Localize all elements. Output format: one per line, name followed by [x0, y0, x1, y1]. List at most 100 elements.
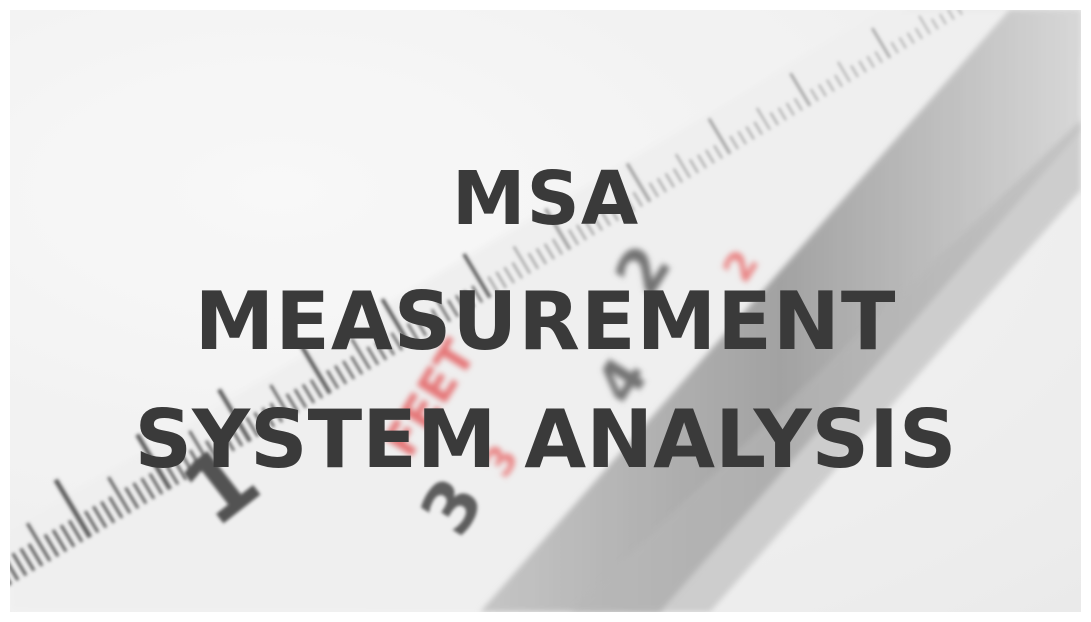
tape-tick [140, 477, 156, 500]
headline: MSA MEASUREMENT SYSTEM ANALYSIS [10, 162, 1081, 480]
tape-tick [366, 346, 380, 366]
headline-line-msa: MSA [451, 156, 640, 242]
tape-tick [826, 79, 835, 92]
tape-tick [874, 51, 883, 64]
tape-tick [931, 18, 939, 30]
tape-tick [53, 478, 93, 539]
tape-tick [51, 529, 68, 553]
tape-tick [777, 107, 787, 121]
tape-face-main [10, 10, 1010, 612]
tape-tick [608, 205, 619, 222]
tape-tick [180, 454, 196, 476]
tape-tick [293, 388, 308, 409]
tape-tick [850, 65, 859, 78]
tape-tick [342, 360, 356, 380]
tape-tick [866, 55, 875, 68]
tape-tick [729, 135, 739, 150]
tape-tick [100, 500, 116, 524]
haze-overlay [10, 10, 1081, 612]
tape-tick [135, 433, 172, 491]
tape-tick [43, 533, 60, 558]
tape-tick [221, 430, 236, 452]
tape-tick [269, 384, 292, 418]
tape-tick [406, 322, 420, 342]
tape-tick [939, 13, 947, 25]
tape-tick [947, 10, 955, 20]
tape-tick [707, 117, 732, 155]
tape-tick [326, 369, 340, 390]
tape-tick [261, 407, 276, 428]
tape-tick [83, 510, 100, 534]
tape-tick [26, 522, 52, 562]
tape-tick [544, 207, 572, 251]
tape-tick [858, 60, 867, 73]
tape-tick [898, 37, 907, 49]
tape-tick [818, 83, 827, 97]
tape-tick [527, 252, 539, 270]
tape-tick [422, 313, 436, 332]
tape-tick [213, 435, 228, 457]
tape-tick [27, 543, 44, 567]
tape-tick [19, 547, 36, 572]
tape-tick [705, 149, 715, 164]
tape-tick [390, 332, 404, 351]
tape-tick [188, 430, 212, 466]
tape-edge [480, 10, 1081, 612]
tape-tick [810, 88, 819, 102]
tape-tick [793, 97, 803, 112]
tape-tick [871, 27, 892, 59]
tape-tick [576, 224, 587, 241]
tape-tick [593, 199, 611, 227]
tape-tick [471, 285, 484, 303]
tape-tick [59, 524, 76, 548]
tape-tick [535, 247, 547, 265]
tape-tick [269, 402, 284, 423]
tape-tick [584, 219, 595, 236]
tape-tick [756, 107, 771, 131]
tape-tick [107, 476, 132, 514]
tape-tick [204, 440, 220, 462]
tape-tick [737, 130, 747, 145]
tape-tick [624, 196, 635, 212]
tape-tick [664, 172, 675, 188]
tape-tick [890, 41, 899, 54]
tape-tick [11, 552, 28, 577]
tape-tick [430, 308, 444, 327]
tape-tick [511, 262, 523, 279]
tape-tick [285, 393, 300, 414]
tape-tick [10, 563, 20, 582]
tape-tick [414, 318, 428, 337]
tape-tick [551, 238, 563, 255]
tape-tick [656, 177, 667, 193]
tape-edge-shadow [570, 120, 1081, 612]
tape-tick [689, 158, 699, 174]
tape-tick [124, 486, 140, 510]
tape-tick [245, 416, 260, 438]
tape-tick [172, 458, 188, 481]
headline-line-measurement: MEASUREMENT [194, 275, 897, 368]
tape-tick-marks [10, 10, 963, 585]
tape-tick [906, 32, 915, 44]
tape-tick [672, 168, 683, 184]
tape-tick [713, 144, 723, 159]
tape-tick [350, 338, 372, 371]
tape-tick [632, 191, 643, 208]
tape-tick [753, 121, 763, 136]
tape-tick [616, 201, 627, 217]
measuring-tape-illustration: 1 3 4 2 FEET 3 2 [10, 10, 1081, 612]
tape-tick [301, 383, 316, 404]
tape-tick [350, 355, 364, 375]
headline-line-system-analysis: SYSTEM ANALYSIS [134, 393, 957, 486]
tape-tick [148, 472, 164, 495]
tape-tick [675, 153, 691, 179]
tape-tick [108, 496, 124, 519]
tape-tick [374, 341, 388, 361]
tape-tick [745, 126, 755, 140]
tape-tick [382, 336, 396, 356]
tape-tick [462, 253, 492, 299]
tape-tick [217, 388, 252, 443]
tape-tick [592, 215, 603, 231]
tape-tick [188, 449, 204, 471]
tape-tick [298, 343, 332, 395]
